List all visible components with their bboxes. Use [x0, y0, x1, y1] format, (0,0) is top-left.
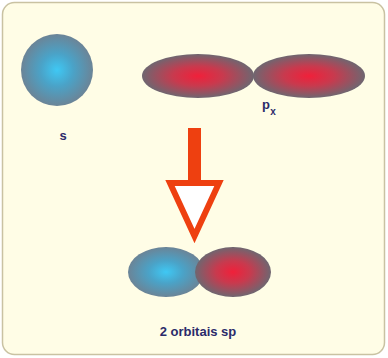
- panel-background: [3, 3, 385, 355]
- orbital-label: p: [262, 98, 270, 111]
- caption-label: 2 orbitais sp: [160, 325, 237, 338]
- arrow-head: [170, 183, 219, 236]
- arrow-shaft: [188, 128, 201, 182]
- sp-orbital-lobe: [195, 247, 271, 297]
- p-orbital-lobe: [142, 54, 254, 98]
- p-orbital-lobe: [253, 54, 365, 98]
- subscript-label: x: [270, 107, 276, 117]
- s-orbital: [21, 34, 93, 106]
- sp-orbital-lobe: [128, 247, 204, 297]
- orbital-label: s: [59, 129, 66, 142]
